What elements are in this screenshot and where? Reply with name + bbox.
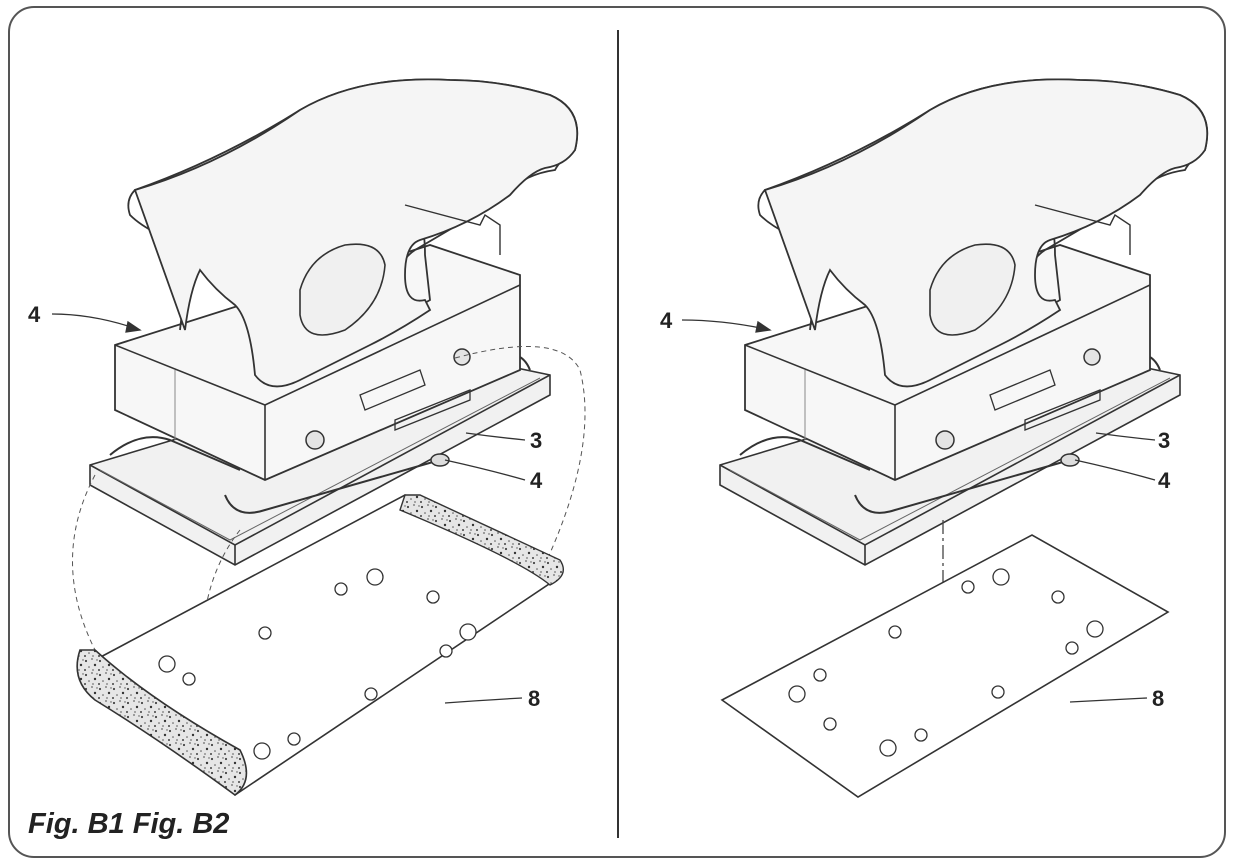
label-sander-housing-b2: 4	[660, 308, 673, 333]
figure-frame	[8, 6, 1226, 858]
label-clamp-lever-b1: 4	[530, 468, 543, 493]
leader-lines	[51, 313, 1156, 704]
label-base-pad-b1: 3	[530, 428, 543, 453]
label-sanding-sheet-b2: 8	[1152, 686, 1165, 711]
sanding-sheet-curled	[76, 494, 564, 797]
label-base-pad-b2: 3	[1158, 428, 1171, 453]
panel-divider	[617, 30, 619, 838]
sanding-sheet-flat	[720, 534, 1170, 798]
panel-b1	[72, 78, 586, 797]
panel-b2	[719, 78, 1209, 798]
label-clamp-lever-b2: 4	[1158, 468, 1171, 493]
label-sanding-sheet-b1: 8	[528, 686, 541, 711]
figure-caption: Fig. B1 Fig. B2	[28, 808, 230, 840]
label-sander-housing-b1: 4	[28, 302, 41, 327]
